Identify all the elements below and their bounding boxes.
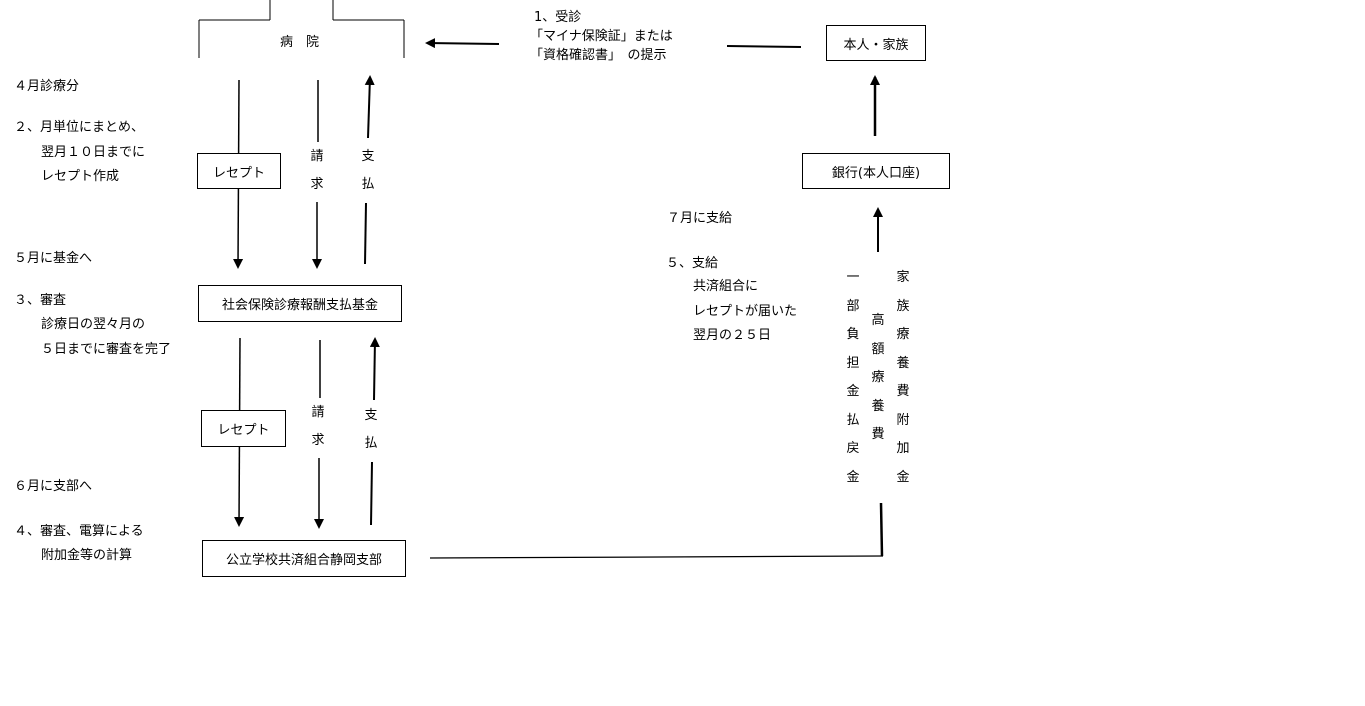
hospital-label: 病 院 (280, 35, 320, 50)
arrow-to-hospital (425, 38, 500, 49)
benefit-c-char: 費 (896, 384, 910, 399)
step1-line2: 「資格確認書」 の提示 (530, 48, 667, 63)
benefit-b-char: 養 (871, 398, 885, 414)
note-step3-line1: 診療日の翌々月の (41, 317, 146, 332)
benefit-a-char: 負 (846, 327, 860, 342)
note-step5-title: ５、支給 (666, 256, 719, 271)
bank-box: 銀行(本人口座) (802, 153, 950, 189)
benefit-c-char: 附 (896, 412, 910, 428)
benefit-c-char: 族 (896, 298, 910, 314)
note-step5-line1: 共済組合に (693, 279, 759, 294)
note-step4-line1: 附加金等の計算 (41, 548, 133, 563)
note-step2-title: ２、月単位にまとめ、 (14, 120, 145, 135)
line-branch-to-right (429, 555, 884, 559)
benefit-b-char: 費 (871, 427, 885, 442)
arrow-payment-2-bottom (370, 461, 373, 526)
arrow-payment-2-top (369, 337, 380, 401)
benefit-a-char: 一 (846, 270, 860, 285)
step1-line1: 「マイナ保険証」または (530, 29, 673, 44)
benefit-a-char: 払 (846, 412, 860, 428)
claim-2-char-2: 求 (311, 433, 325, 448)
claim-1-char-2: 求 (310, 177, 324, 192)
benefit-b-char: 額 (871, 341, 885, 357)
benefit-a-char: 担 (846, 355, 860, 371)
receipt-box-1: レセプト (197, 153, 281, 189)
claim-1-char-1: 請 (310, 149, 324, 164)
note-may: ５月に基金へ (14, 251, 93, 266)
note-step5-line3: 翌月の２５日 (693, 328, 772, 343)
arrow-payment-1-top (364, 75, 375, 139)
note-step4-title: ４、審査、電算による (14, 524, 144, 539)
note-step2-line2: レセプト作成 (41, 169, 120, 184)
payment-2-char-2: 払 (364, 436, 378, 451)
note-step5-line2: レセプトが届いた (693, 304, 798, 319)
benefit-a-char: 部 (846, 298, 860, 314)
benefit-a-char: 金 (846, 469, 860, 485)
benefit-c-char: 家 (896, 270, 910, 285)
benefit-c-char: 加 (896, 441, 910, 456)
claim-2-char-1: 請 (311, 405, 325, 420)
line-from-self-family (726, 45, 802, 48)
benefit-a-char: 戻 (846, 441, 860, 456)
hospital-building-outline (198, 0, 405, 58)
payment-1-char-2: 払 (361, 177, 375, 192)
note-step3-line2: ５日までに審査を完了 (41, 342, 172, 357)
payment-1-char-1: 支 (361, 149, 375, 164)
note-step3-title: ３、審査 (14, 293, 67, 308)
benefit-c-char: 金 (896, 469, 910, 485)
receipt-box-2: レセプト (201, 410, 286, 447)
benefit-b-char: 高 (871, 313, 885, 328)
line-up-to-benefits (879, 502, 884, 557)
benefit-c-char: 療 (896, 327, 910, 342)
self-family-box: 本人・家族 (826, 25, 926, 61)
note-july: ７月に支給 (667, 211, 733, 226)
payment-2-char-1: 支 (364, 408, 378, 423)
note-april: ４月診療分 (14, 79, 80, 94)
benefit-c-char: 養 (896, 355, 910, 371)
benefit-b-char: 療 (871, 370, 885, 385)
benefit-a-char: 金 (846, 384, 860, 399)
step1-title: 1、受診 (534, 10, 582, 25)
fund-box: 社会保険診療報酬支払基金 (198, 285, 402, 322)
note-june: ６月に支部へ (14, 479, 93, 494)
arrow-payment-1-bottom (364, 202, 367, 265)
note-step2-line1: 翌月１０日までに (41, 145, 146, 160)
branch-box: 公立学校共済組合静岡支部 (202, 540, 406, 577)
